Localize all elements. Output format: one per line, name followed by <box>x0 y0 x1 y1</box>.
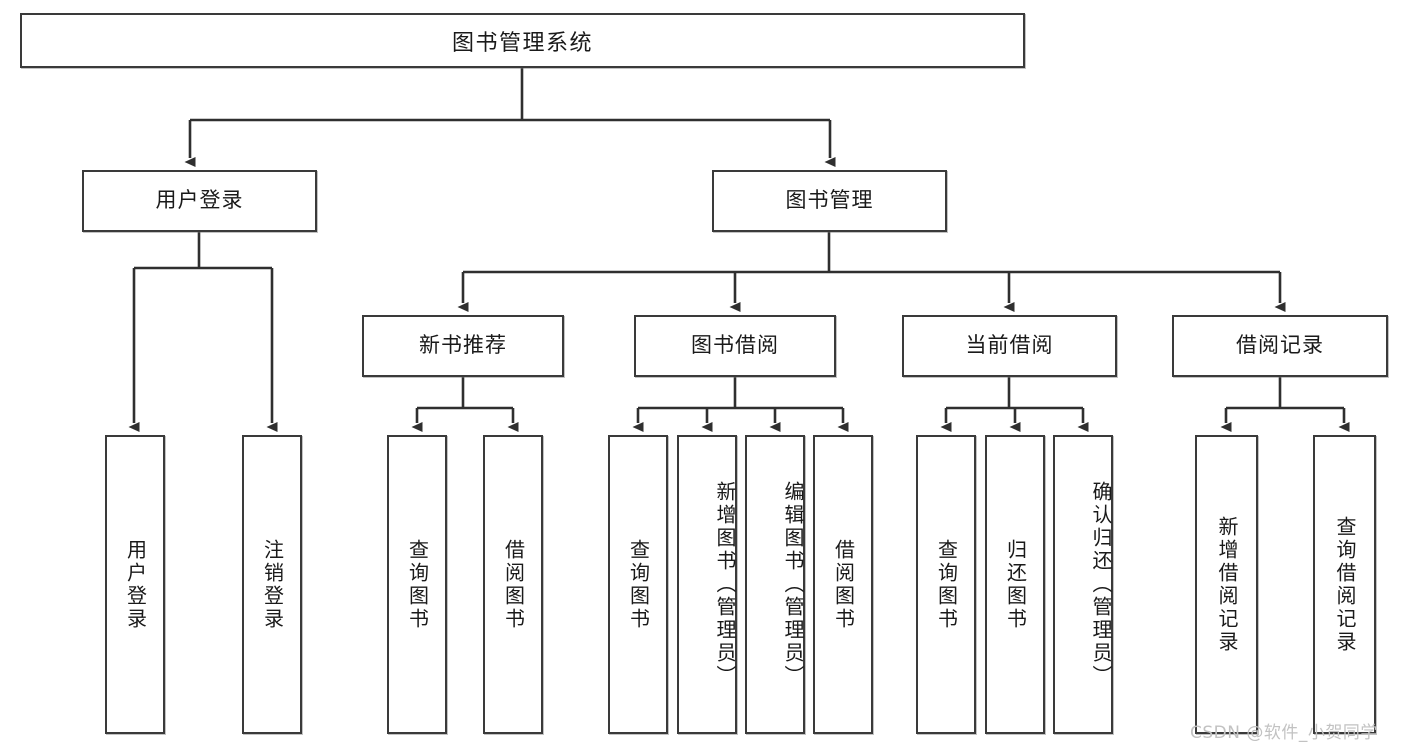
node-current-borrow[interactable]: 当前借阅 <box>902 315 1117 377</box>
node-leaf-query-book-2[interactable]: 查询图书 <box>608 435 668 734</box>
node-leaf-logout[interactable]: 注销登录 <box>242 435 302 734</box>
node-leaf-query-book-1[interactable]: 查询图书 <box>387 435 447 734</box>
node-leaf-confirm-return[interactable]: 确认归还（管理员） <box>1053 435 1113 734</box>
node-leaf-return-book-label: 归还图书 <box>1003 538 1028 631</box>
node-leaf-borrow-book-2-label: 借阅图书 <box>831 538 856 631</box>
node-leaf-add-book[interactable]: 新增图书（管理员） <box>677 435 737 734</box>
node-book-manage[interactable]: 图书管理 <box>712 170 947 232</box>
node-leaf-user-login-label: 用户登录 <box>123 538 148 631</box>
node-borrow-record-label: 借阅记录 <box>1236 333 1324 358</box>
node-user-login-label: 用户登录 <box>155 188 244 213</box>
node-new-book-rec-label: 新书推荐 <box>419 333 507 358</box>
node-new-book-rec[interactable]: 新书推荐 <box>362 315 564 377</box>
node-leaf-return-book[interactable]: 归还图书 <box>985 435 1045 734</box>
node-current-borrow-label: 当前借阅 <box>965 333 1054 358</box>
node-leaf-confirm-return-label: 确认归还（管理员） <box>1089 481 1113 688</box>
node-book-borrow-label: 图书借阅 <box>691 333 779 358</box>
node-leaf-add-book-label: 新增图书（管理员） <box>713 481 737 688</box>
node-root[interactable]: 图书管理系统 <box>20 13 1025 68</box>
node-leaf-add-record-label: 新增借阅记录 <box>1215 515 1239 654</box>
csdn-watermark: CSDN @软件_小贺同学 <box>1190 723 1378 743</box>
node-leaf-query-record-label: 查询借阅记录 <box>1333 515 1357 654</box>
node-leaf-query-book-3-label: 查询图书 <box>934 538 959 631</box>
node-leaf-query-book-3[interactable]: 查询图书 <box>916 435 976 734</box>
node-leaf-query-book-2-label: 查询图书 <box>626 538 651 631</box>
node-leaf-add-record[interactable]: 新增借阅记录 <box>1195 435 1258 734</box>
node-leaf-borrow-book-2[interactable]: 借阅图书 <box>813 435 873 734</box>
node-leaf-borrow-book-1-label: 借阅图书 <box>501 538 526 631</box>
node-leaf-query-record[interactable]: 查询借阅记录 <box>1313 435 1376 734</box>
node-leaf-edit-book-label: 编辑图书（管理员） <box>781 481 805 688</box>
node-leaf-query-book-1-label: 查询图书 <box>405 538 430 631</box>
node-book-borrow[interactable]: 图书借阅 <box>634 315 836 377</box>
node-leaf-borrow-book-1[interactable]: 借阅图书 <box>483 435 543 734</box>
node-user-login[interactable]: 用户登录 <box>82 170 317 232</box>
node-leaf-user-login[interactable]: 用户登录 <box>105 435 165 734</box>
node-root-label: 图书管理系统 <box>451 30 593 56</box>
node-leaf-edit-book[interactable]: 编辑图书（管理员） <box>745 435 805 734</box>
node-leaf-logout-label: 注销登录 <box>260 538 285 631</box>
node-book-manage-label: 图书管理 <box>785 188 874 213</box>
node-borrow-record[interactable]: 借阅记录 <box>1172 315 1388 377</box>
